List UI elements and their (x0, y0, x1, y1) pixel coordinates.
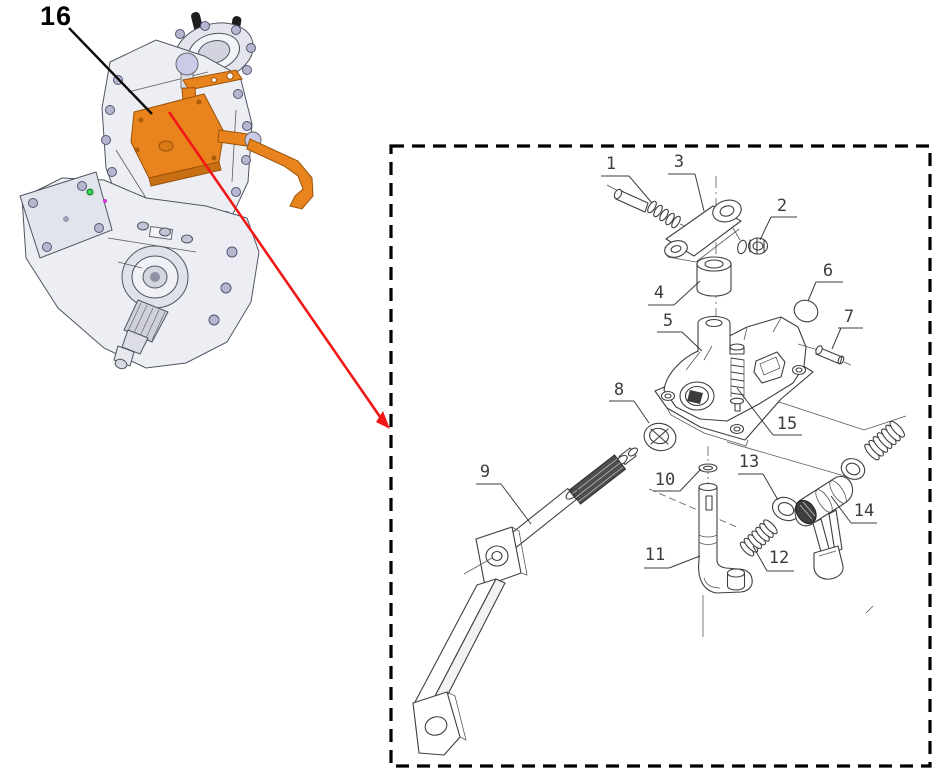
svg-text:8: 8 (614, 380, 624, 400)
red-reference-arrow (167, 111, 390, 429)
svg-text:13: 13 (739, 452, 759, 472)
part-label-12: 12 (752, 545, 794, 572)
part-label-14: 14 (830, 495, 877, 524)
part-10-snap-ring (698, 463, 718, 473)
part-4-bushing (696, 256, 732, 297)
part-11-selector-pin (698, 482, 753, 637)
svg-text:3: 3 (674, 152, 684, 172)
part-label-8: 8 (609, 380, 650, 424)
part-1-bolt-spring (606, 184, 688, 229)
svg-text:9: 9 (480, 462, 490, 482)
svg-text:15: 15 (777, 414, 797, 434)
lower-housing (19, 171, 260, 370)
gearbox-3d-model (19, 11, 314, 370)
svg-text:12: 12 (769, 548, 789, 568)
part-7-pin (797, 343, 852, 366)
part-14-plunger-fork (794, 475, 854, 580)
part-label-1: 1 (601, 154, 653, 204)
detent-spring-upper (864, 420, 905, 461)
part-5-housing (654, 315, 814, 447)
svg-text:11: 11 (645, 545, 665, 565)
part-label-4: 4 (648, 280, 701, 306)
part-label-15: 15 (736, 387, 802, 436)
spline-shaft (113, 299, 169, 370)
part-label-3: 3 (668, 152, 705, 212)
part-3-rocker-arm (664, 199, 742, 263)
part-label-9: 9 (476, 462, 532, 525)
svg-text:5: 5 (663, 311, 673, 331)
part-label-10: 10 (654, 468, 702, 492)
svg-text:6: 6 (823, 261, 833, 281)
callout-16-leader-line (68, 27, 153, 115)
svg-text:14: 14 (854, 501, 874, 521)
part-8-seal-washer (643, 422, 677, 452)
svg-text:2: 2 (777, 196, 787, 216)
part-2-nut (737, 237, 769, 255)
part-6-disc-plug (793, 299, 819, 323)
part-15-detent-bolt-spring (729, 343, 745, 412)
part-9-shaft-lever (412, 447, 639, 756)
part-label-6: 6 (807, 261, 843, 302)
part-label-2: 2 (759, 196, 797, 241)
part-label-7: 7 (831, 307, 863, 350)
svg-text:4: 4 (654, 283, 664, 303)
svg-text:7: 7 (844, 307, 854, 327)
svg-text:1: 1 (606, 154, 616, 174)
part-label-13: 13 (738, 452, 779, 501)
part-label-5: 5 (657, 311, 703, 352)
callout-16-label: 16 (40, 1, 73, 31)
dashed-border-box (389, 144, 932, 768)
detent-washer-upper (840, 458, 866, 480)
part-label-11: 11 (644, 545, 701, 569)
svg-text:10: 10 (655, 470, 675, 490)
